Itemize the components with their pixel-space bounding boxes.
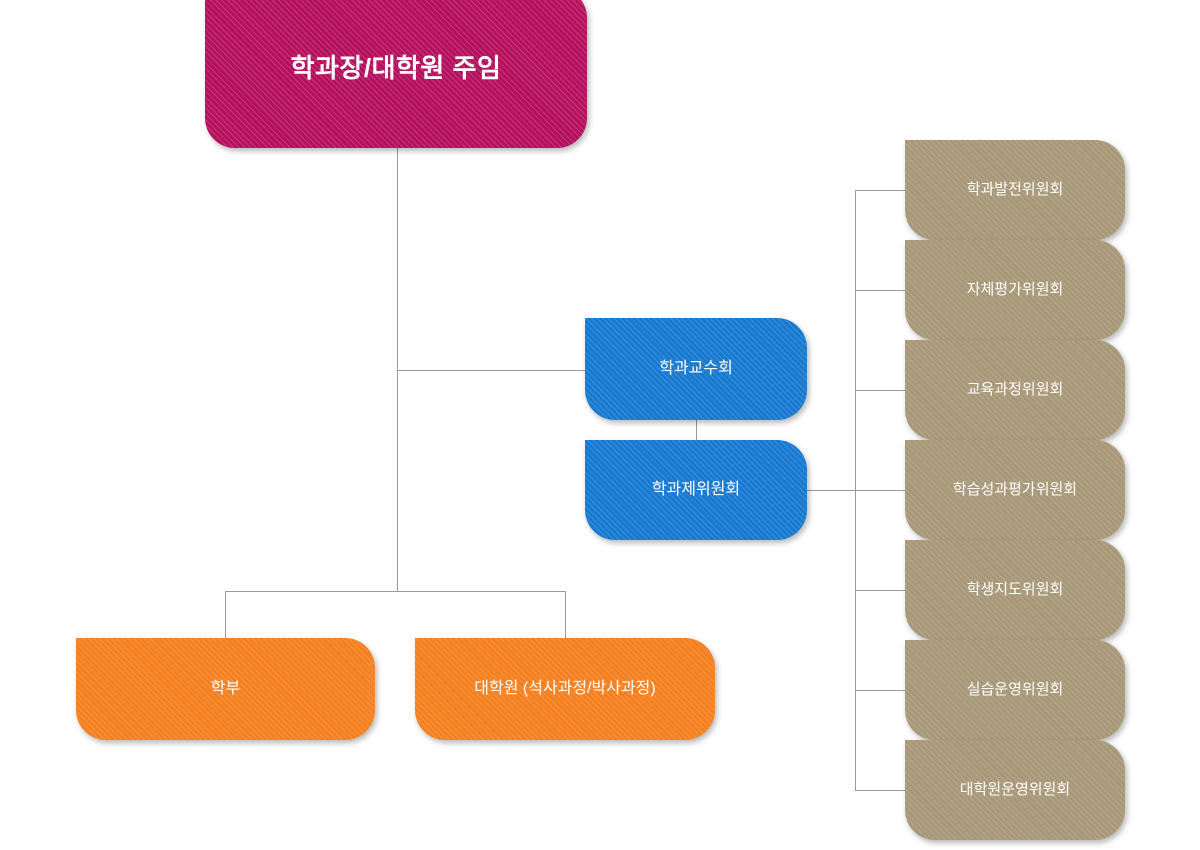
node-label-committee-graduate-operations: 대학원운영위원회	[959, 780, 1071, 798]
connector-bottom-split-bar	[225, 591, 566, 592]
node-committee-practicum[interactable]: 실습운영위원회	[905, 640, 1125, 740]
node-label-undergraduate: 학부	[210, 680, 241, 697]
node-graduate-school[interactable]: 대학원 (석사과정/박사과정)	[415, 638, 715, 740]
node-undergraduate[interactable]: 학부	[76, 638, 375, 740]
connector-stub-c3	[855, 390, 906, 391]
node-label-department-head: 학과장/대학원 주임	[290, 52, 502, 83]
node-label-committee-practicum: 실습운영위원회	[966, 680, 1064, 698]
connector-faculty-to-committees	[696, 420, 697, 441]
node-faculty-council[interactable]: 학과교수회	[585, 318, 807, 420]
node-label-committee-development: 학과발전위원회	[966, 180, 1064, 198]
node-department-committees[interactable]: 학과제위원회	[585, 440, 807, 540]
node-label-committee-student-guidance: 학생지도위원회	[966, 580, 1064, 598]
node-label-department-committees: 학과제위원회	[651, 481, 741, 498]
node-committee-self-evaluation[interactable]: 자체평가위원회	[905, 240, 1125, 340]
connector-stub-c6	[855, 690, 906, 691]
connector-stub-c1	[855, 190, 906, 191]
node-committee-learning-outcomes[interactable]: 학습성과평가위원회	[905, 440, 1125, 540]
node-department-head[interactable]: 학과장/대학원 주임	[205, 0, 587, 148]
connector-head-to-faculty	[397, 370, 586, 371]
node-committee-graduate-operations[interactable]: 대학원운영위원회	[905, 740, 1125, 840]
connector-stub-c5	[855, 590, 906, 591]
node-label-faculty-council: 학과교수회	[659, 360, 733, 377]
node-label-committee-curriculum: 교육과정위원회	[966, 380, 1064, 398]
connector-stub-c7	[855, 790, 906, 791]
connector-drop-grad	[565, 591, 566, 639]
node-label-committee-self-evaluation: 자체평가위원회	[966, 280, 1064, 298]
node-committee-development[interactable]: 학과발전위원회	[905, 140, 1125, 240]
connector-stub-c4	[855, 490, 906, 491]
connector-drop-undergrad	[225, 591, 226, 639]
connector-head-trunk	[397, 148, 398, 591]
node-label-graduate-school: 대학원 (석사과정/박사과정)	[474, 680, 656, 697]
node-label-committee-learning-outcomes: 학습성과평가위원회	[952, 480, 1078, 498]
connector-committees-to-spine	[807, 490, 856, 491]
node-committee-curriculum[interactable]: 교육과정위원회	[905, 340, 1125, 440]
connector-stub-c2	[855, 290, 906, 291]
node-committee-student-guidance[interactable]: 학생지도위원회	[905, 540, 1125, 640]
